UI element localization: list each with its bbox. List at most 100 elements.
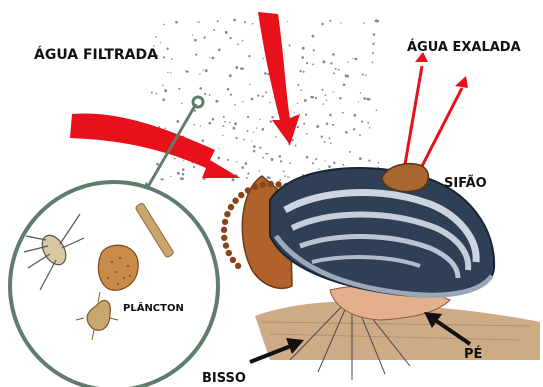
water-particle [297,84,299,86]
fringe-spike [224,211,230,217]
water-particle [217,20,219,22]
water-particle [163,56,165,58]
water-particle [252,23,254,25]
water-particle [297,103,298,104]
water-particle [244,21,246,23]
water-particle [306,133,308,135]
water-particle [293,112,294,113]
water-particle [321,136,323,138]
water-particle [306,156,309,159]
water-particle [360,92,361,93]
water-particle [261,128,264,131]
water-particle [312,162,314,164]
water-particle [328,137,330,139]
water-particle [185,70,187,72]
water-particle [182,173,185,176]
water-particle [265,91,267,93]
water-particle [305,114,307,116]
water-particle [197,21,198,22]
fringe-spike [238,192,244,198]
water-particle [223,116,225,118]
water-particle [279,155,282,158]
water-particle [345,131,348,134]
water-particle [225,31,228,34]
water-particle [359,157,362,160]
label-agua-filtrada: ÁGUA FILTRADA [34,46,158,63]
water-particle [269,102,270,103]
water-particle [256,127,257,128]
water-particle [175,21,178,24]
water-particle [271,158,274,161]
water-particle [170,72,171,73]
water-particle [167,72,169,74]
water-particle [160,42,161,43]
label-bisso: BISSO [202,371,246,386]
water-particle [156,163,159,166]
water-particle [218,49,221,52]
water-particle [302,47,305,50]
water-particle [222,135,223,136]
fringe-spike [221,227,227,233]
water-particle [174,157,176,159]
water-particle [235,137,237,139]
water-particle [162,98,165,101]
water-particle [259,170,261,172]
water-particle [204,93,206,95]
water-particle [262,157,264,159]
water-particle [241,166,244,169]
water-particle [367,98,370,101]
water-particle [194,110,196,112]
water-particle [242,101,243,102]
water-particle [312,64,314,66]
water-particle [259,147,261,149]
water-particle [292,139,294,141]
label-sifao: SIFÃO [444,175,487,191]
fringe-spike [235,263,241,269]
water-particle [289,162,291,164]
water-particle [183,160,184,161]
fringe-spike [245,187,251,193]
water-particle [234,122,237,125]
water-particle [194,39,197,42]
water-particle [212,118,215,121]
water-particle [205,69,208,72]
water-particle [303,71,305,73]
fringe-spike [252,184,258,190]
water-particle [279,179,281,181]
water-particle [321,89,323,91]
water-particle [303,123,305,125]
water-particle [367,122,369,124]
label-plancton: PLÂNCTON [123,301,184,314]
water-particle [295,145,297,147]
water-particle [253,145,256,148]
water-particle [224,121,226,123]
water-particle [253,131,254,132]
water-particle [287,21,288,22]
water-particle [259,119,260,120]
water-particle [316,125,319,128]
water-particle [245,162,248,165]
water-particle [230,93,232,95]
water-particle [237,43,239,45]
water-particle [321,23,324,26]
water-particle [332,124,334,126]
water-particle [202,139,205,142]
water-particle [329,114,332,117]
water-particle [363,22,365,24]
water-particle [335,68,337,70]
water-particle [151,92,153,94]
water-particle [332,53,335,56]
water-particle [227,88,230,91]
water-particle [287,176,288,177]
water-particle [164,127,166,129]
siphon [382,164,428,192]
water-particle [312,96,314,98]
water-particle [229,74,232,77]
incoming-water-arrow-top [258,12,300,145]
water-particle [264,72,267,75]
water-particle [211,57,214,60]
water-particle [257,94,259,96]
fringe-spike [221,235,227,241]
fringe-spike [275,181,281,187]
